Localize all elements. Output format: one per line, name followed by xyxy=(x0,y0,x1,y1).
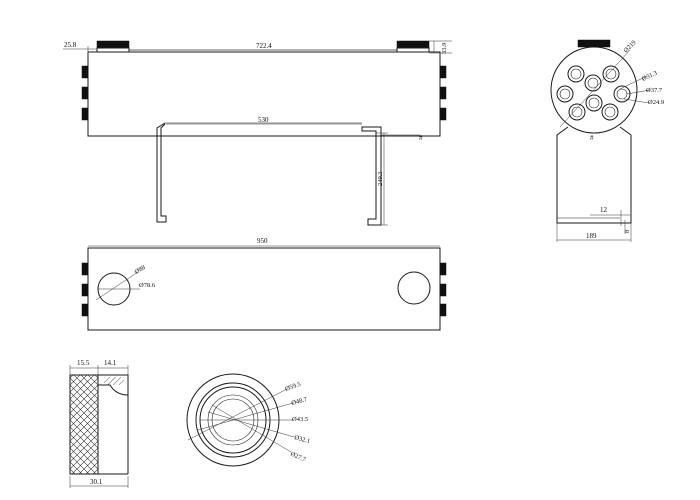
front-nozzle-right-3 xyxy=(439,107,447,121)
dim-side-dia-c: Ø24.9 xyxy=(648,99,664,106)
cap-hatched-body xyxy=(69,374,99,475)
top-nozzle-right-3 xyxy=(439,303,447,317)
dim-front-length: 722.4 xyxy=(256,42,272,50)
top-nozzle-left-2 xyxy=(81,283,89,297)
top-nozzle-right-1 xyxy=(439,262,447,276)
dim-ring-d3: Ø43.5 xyxy=(292,416,308,423)
top-nozzle-right-2 xyxy=(439,283,447,297)
top-view: 950 Ø88 Ø78.6 xyxy=(81,237,447,331)
dim-ring-d4: Ø32.1 xyxy=(293,434,310,445)
side-view: Ø219 Ø31.3 Ø37.7 Ø24.9 12 8 189 # xyxy=(550,39,664,242)
top-nozzle-left-3 xyxy=(81,303,89,317)
dim-cap-c: 30.1 xyxy=(90,478,103,486)
front-cap-right-base xyxy=(396,47,430,53)
side-main-circle xyxy=(550,46,638,134)
cap-section-view: 15.5 14.1 30.1 xyxy=(69,359,129,488)
front-stand-left xyxy=(156,122,167,223)
dim-top-hole-b: Ø78.6 xyxy=(139,282,156,289)
dim-side-dia-a: Ø31.3 xyxy=(641,70,659,83)
dim-ring-d5: Ø27.7 xyxy=(289,450,307,463)
side-stand xyxy=(556,126,632,224)
dim-front-stand-height: 249.3 xyxy=(377,171,384,186)
side-symbol: # xyxy=(590,134,594,142)
dim-front-offset: 25.8 xyxy=(64,41,77,49)
dim-front-stand-span: 530 xyxy=(258,116,269,124)
front-cap-left-base xyxy=(96,47,130,53)
dim-top-hole-a: Ø88 xyxy=(134,264,147,276)
dim-front-cap-height: 33.9 xyxy=(441,43,448,54)
dim-ring-d1: Ø59.5 xyxy=(284,381,302,393)
dim-cap-b: 14.1 xyxy=(104,359,117,367)
front-symbol: # xyxy=(419,134,423,142)
dim-cap-a: 15.5 xyxy=(77,359,90,367)
dim-side-dia-b: Ø37.7 xyxy=(646,87,663,94)
front-nozzle-right-1 xyxy=(439,65,447,79)
dim-ring-d2: Ø48.7 xyxy=(291,396,309,407)
dim-side-dia-outer: Ø219 xyxy=(622,39,637,54)
top-body xyxy=(87,247,441,331)
dim-side-flange: 12 xyxy=(600,206,608,214)
front-view: 25.8 722.4 33.9 530 249.3 # xyxy=(63,40,452,226)
ring-view: Ø59.5 Ø48.7 Ø43.5 Ø32.1 Ø27.7 xyxy=(186,373,311,467)
top-hole-right xyxy=(397,271,431,305)
front-cap-left xyxy=(96,40,130,49)
front-stand-right xyxy=(361,126,382,226)
side-tube-holes xyxy=(556,65,631,121)
front-nozzle-left-2 xyxy=(81,86,89,100)
front-nozzle-left-3 xyxy=(81,107,89,121)
dim-top-length: 950 xyxy=(257,237,268,245)
dim-side-thickness: 8 xyxy=(624,230,631,233)
front-nozzle-left-1 xyxy=(81,65,89,79)
top-nozzle-left-1 xyxy=(81,262,89,276)
dim-side-width: 189 xyxy=(586,232,597,240)
side-top-cap xyxy=(577,39,611,48)
front-nozzle-right-2 xyxy=(439,86,447,100)
front-cap-right xyxy=(396,40,430,49)
